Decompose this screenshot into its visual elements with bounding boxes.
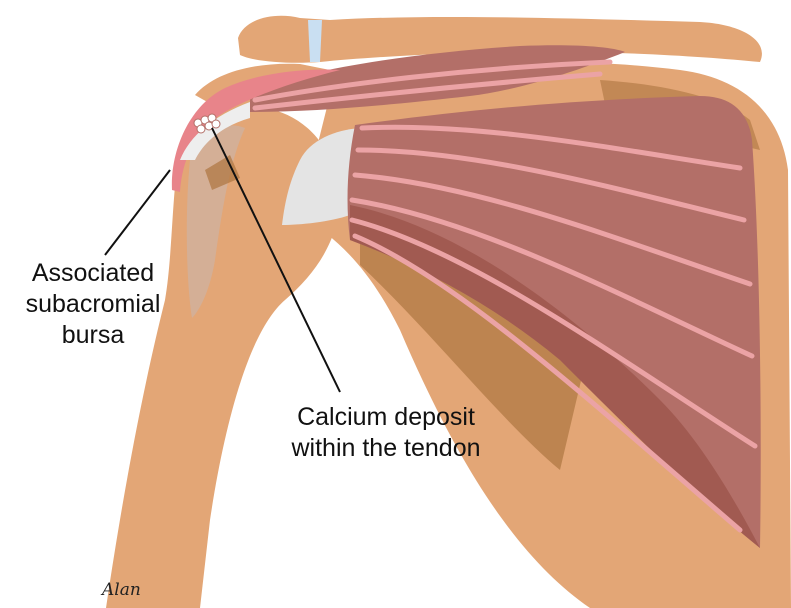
artist-signature: Alan xyxy=(102,580,141,600)
bursa-label-line-1: Associated xyxy=(8,258,178,289)
bursa-label-line-3: bursa xyxy=(8,320,178,351)
calcium-label-line-1: Calcium deposit xyxy=(266,402,506,433)
bursa-label: Associated subacromial bursa xyxy=(8,258,178,351)
calcium-label-line-2: within the tendon xyxy=(266,433,506,464)
bursa-label-line-2: subacromial xyxy=(8,289,178,320)
ac-joint-cartilage xyxy=(308,20,322,62)
calcium-label: Calcium deposit within the tendon xyxy=(266,402,506,464)
bursa-leader-line xyxy=(105,170,170,255)
